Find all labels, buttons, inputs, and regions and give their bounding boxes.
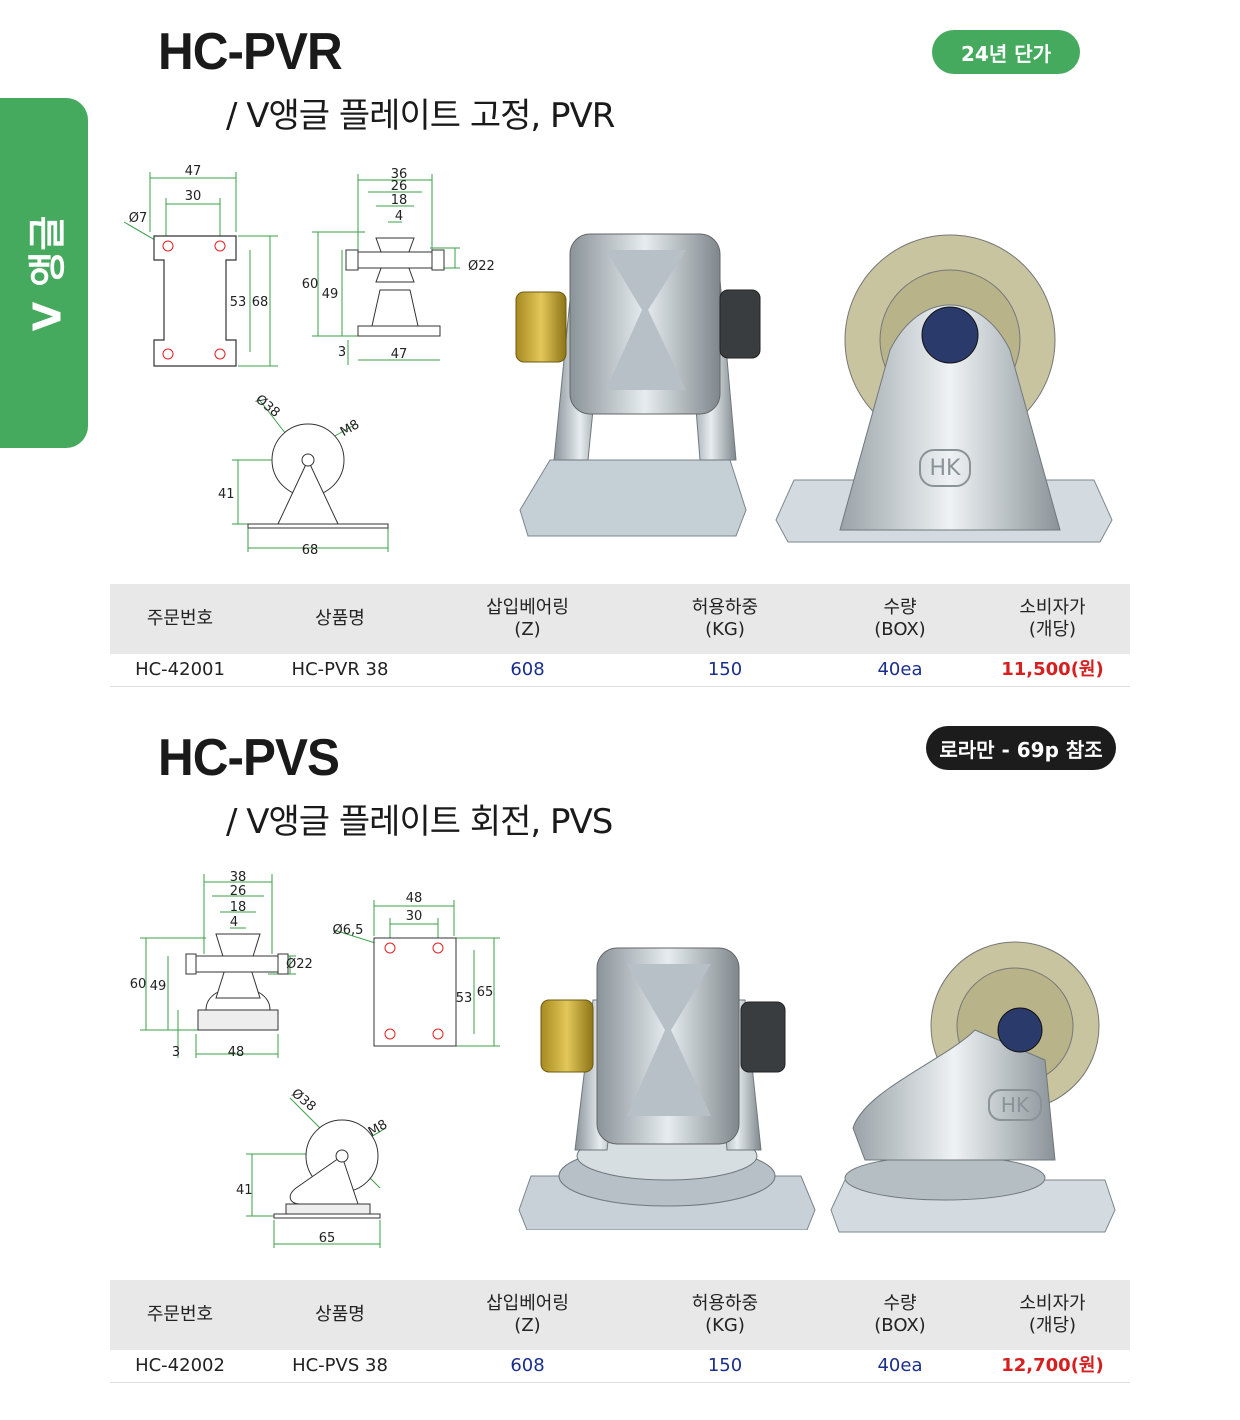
- dim-plate-outer: 48: [406, 891, 423, 906]
- cell-load: 150: [707, 659, 743, 680]
- header-load: 허용하중 (KG): [691, 597, 759, 640]
- cell-product-name: HC-PVS 38: [292, 1355, 388, 1376]
- dim-plate-hole: Ø6,5: [333, 923, 364, 938]
- pvr-product-photo-side: [515, 233, 761, 537]
- dim-front-height: 41: [218, 487, 235, 502]
- header-bearing: 삽입베어링 (Z): [486, 597, 569, 640]
- table-row: HC-42002 HC-PVS 38 608 150 40ea 12,700(원…: [110, 1350, 1130, 1383]
- header-load: 허용하중 (KG): [691, 1293, 759, 1336]
- cell-product-name: HC-PVR 38: [291, 659, 389, 680]
- dim-side-49: 49: [150, 979, 167, 994]
- dim-side-axle: Ø22: [468, 259, 495, 274]
- dim-side-49: 49: [322, 287, 339, 302]
- header-order-no: 주문번호: [146, 608, 214, 629]
- dim-side-3: 3: [172, 1045, 180, 1060]
- cell-bearing: 608: [510, 1355, 545, 1376]
- dim-front-wheel: Ø38: [252, 392, 282, 421]
- dim-side-18: 18: [230, 900, 247, 915]
- dim-front-wheel: Ø38: [288, 1086, 318, 1115]
- dim-front-base: 65: [319, 1231, 336, 1246]
- dim-side-3: 3: [338, 345, 346, 360]
- table-header-row: 주문번호 상품명 삽입베어링 (Z) 허용하중 (KG) 수량 (BOX) 소비…: [110, 1280, 1130, 1350]
- reference-badge: 로라만 - 69p 참조: [926, 726, 1116, 770]
- cell-qty: 40ea: [877, 659, 923, 680]
- dim-plate-h-outer: 68: [252, 295, 269, 310]
- header-bearing: 삽입베어링 (Z): [486, 1293, 569, 1336]
- dim-side-axle: Ø22: [286, 957, 313, 972]
- dim-plate-inner: 30: [185, 189, 202, 204]
- cell-bearing: 608: [510, 659, 545, 680]
- dim-plate-hole: Ø7: [129, 211, 148, 226]
- dim-side-60: 60: [302, 277, 319, 292]
- pvs-spec-table: 주문번호 상품명 삽입베어링 (Z) 허용하중 (KG) 수량 (BOX) 소비…: [110, 1280, 1130, 1383]
- header-price: 소비자가 (개당): [1019, 1293, 1086, 1336]
- dim-plate-h-inner: 53: [456, 991, 473, 1006]
- cell-price: 12,700(원): [1001, 1355, 1104, 1376]
- header-product-name: 상품명: [315, 1304, 365, 1325]
- cell-order-no: HC-42001: [135, 659, 225, 680]
- dim-plate-outer: 47: [185, 164, 202, 179]
- hk-logo-mark: HK: [930, 456, 962, 481]
- cell-qty: 40ea: [877, 1355, 923, 1376]
- cell-order-no: HC-42002: [135, 1355, 225, 1376]
- table-row: HC-42001 HC-PVR 38 608 150 40ea 11,500(원…: [110, 654, 1130, 687]
- header-qty: 수량 (BOX): [874, 1293, 926, 1336]
- product-model-title: HC-PVR: [158, 23, 343, 81]
- dim-side-4: 4: [230, 915, 238, 930]
- header-product-name: 상품명: [315, 608, 365, 629]
- dim-plate-h-outer: 65: [477, 985, 494, 1000]
- dim-front-bolt: M8: [338, 417, 362, 440]
- dim-plate-h-inner: 53: [230, 295, 247, 310]
- header-qty: 수량 (BOX): [874, 597, 926, 640]
- dim-side-base: 47: [391, 347, 408, 362]
- price-year-badge: 24년 단가: [932, 30, 1080, 74]
- cell-load: 150: [707, 1355, 743, 1376]
- pvs-product-photo-side: [518, 947, 816, 1230]
- cell-price: 11,500(원): [1001, 659, 1104, 680]
- header-price: 소비자가 (개당): [1019, 597, 1086, 640]
- pvs-product-photo-angle: HK: [830, 941, 1116, 1233]
- pvr-product-photo-front: HK: [775, 234, 1113, 543]
- dim-side-4: 4: [395, 209, 403, 224]
- dim-side-36: 36: [391, 167, 408, 182]
- dim-front-height: 41: [236, 1183, 253, 1198]
- dim-plate-inner: 30: [406, 909, 423, 924]
- pvr-technical-drawing: 47 30 Ø7 53 68 36 26 18 4 Ø22 60 49 3 47: [123, 164, 495, 558]
- dim-side-base: 48: [228, 1045, 245, 1060]
- dim-side-26: 26: [230, 884, 247, 899]
- product-subtitle: / V앵글 플레이트 회전, PVS: [226, 802, 613, 842]
- product-subtitle: / V앵글 플레이트 고정, PVR: [226, 96, 615, 136]
- category-label: V 앵글: [25, 214, 70, 332]
- header-order-no: 주문번호: [146, 1304, 214, 1325]
- dim-side-18: 18: [391, 193, 408, 208]
- dim-side-60: 60: [130, 977, 147, 992]
- product-model-title: HC-PVS: [158, 729, 340, 787]
- hk-logo-mark: HK: [1001, 1093, 1030, 1117]
- table-header-row: 주문번호 상품명 삽입베어링 (Z) 허용하중 (KG) 수량 (BOX) 소비…: [110, 584, 1130, 654]
- dim-front-base: 68: [302, 543, 319, 558]
- category-side-tab[interactable]: V 앵글: [0, 98, 88, 448]
- pvr-spec-table: 주문번호 상품명 삽입베어링 (Z) 허용하중 (KG) 수량 (BOX) 소비…: [110, 584, 1130, 687]
- dim-side-38: 38: [230, 870, 247, 885]
- pvs-technical-drawing: 38 26 18 4 Ø22 60 49 3 48 48 30 Ø6,5 53 …: [130, 870, 500, 1248]
- dim-side-26: 26: [391, 179, 408, 194]
